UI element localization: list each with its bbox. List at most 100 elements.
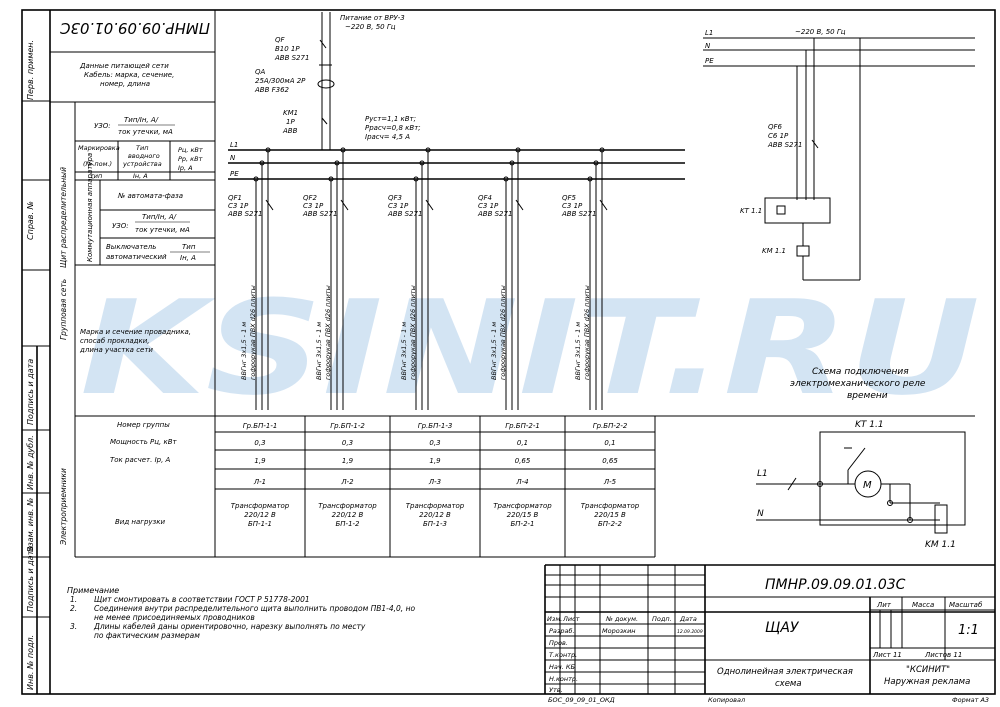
stamp-format: Формат А3 [952,696,989,704]
notes-title: Примечание [67,586,119,595]
feeder-qf-label: QF5 [562,194,577,202]
stamp-title: Однолинейная электрическая [717,667,853,677]
qf6-label: C6 1P [768,132,789,140]
note-number: 3. [70,622,77,631]
group-load-text: Трансформатор [581,502,640,510]
group-cell-power: 0,1 [604,439,615,447]
receivers-header: Электроприемники [59,468,68,546]
group-load-text: 220/12 В [419,511,451,519]
stamp-scale: Масштаб [949,601,983,609]
qa-label: QA [255,68,266,76]
group-cell-line: Л-1 [253,478,266,486]
kt2-label: KT 1.1 [855,420,884,430]
qa-label: ABB F362 [254,86,290,94]
panel-header: Щит распределительный [59,167,68,268]
group-cell-num: Гр.БП-1-1 [243,422,278,430]
stamp-date: 12.09.2009 [677,629,703,635]
group-load-text: Трансформатор [406,502,465,510]
group-cell-power: 0,3 [342,439,353,447]
km-label: ABB [282,127,298,135]
group-load-text: БП-2-2 [598,520,623,528]
uzo2-top: Тип/Iн, А/ [142,213,177,221]
qa-label: 25А/300мА 2P [255,77,306,85]
input-dev: устройства [122,160,162,168]
note-text: Длины кабелей даны ориентировочно, нарез… [93,622,366,631]
group-cell-current: 1,9 [342,457,354,465]
relay-scheme: ~220 В, 50 Гц L1 N PE QF6 C6 1P ABB S271… [703,28,975,401]
stamp-head: Лист [562,615,580,623]
input-params: Рр, кВт [178,155,203,163]
group-load-text: БП-1-3 [423,520,447,528]
group-cell-num: Гр.БП-1-2 [330,422,365,430]
feeder-qf-label: QF4 [478,194,492,202]
feeder-qf-label: ABB S271 [227,210,262,218]
stamp-scale-val: 1:1 [958,623,979,638]
stamp-head: Дата [679,615,697,623]
km2-label: KM 1.1 [925,540,956,550]
bus-label: PE [230,170,239,178]
cable-info: длина участка сети [79,346,153,354]
note-text: по фактическим размерам [94,631,200,640]
supply-params: Ррасч=0,8 кВт; [365,124,421,132]
row-label-load: Вид нагрузки [115,518,165,526]
marking-mid: (№ пом.) [83,160,112,168]
group-cell-line: Л-5 [603,478,617,486]
doc-code-rotated: ПМНР.09.09.01.03С [59,19,210,37]
supply-block: Питание от ВРУ-3 ~220 В, 50 Гц QF B10 1P… [254,12,421,150]
group-cell-current: 0,65 [515,457,531,465]
input-inom: Iн, А [133,172,148,180]
supply-title: ~220 В, 50 Гц [345,23,396,31]
km-label: 1P [286,118,295,126]
stamp-head: Подп. [652,615,672,623]
feeder-qf-label: C3 1P [228,202,249,210]
feeder-qf-label: C3 1P [478,202,499,210]
uzo1-label: УЗО: [94,122,111,130]
row-label-current: Ток расчет. Iр, А [110,456,171,464]
feeder-qf-label: QF1 [228,194,242,202]
group-cell-num: Гр.БП-2-1 [505,422,540,430]
row-label-group: Номер группы [117,421,170,429]
kt-label: KT 1.1 [740,207,762,215]
supply-params: Iрасч= 4,5 А [365,133,410,141]
feeder-cable-label: гофрорукав ПВХ d26 плиты [409,285,417,380]
side-label: Взам. инв. № [26,498,35,552]
stamp-role: Пров. [549,639,568,647]
stamp-developer: Морозкин [602,627,636,635]
breaker-phase-label: № автомата-фаза [117,192,183,200]
stamp-role: Разраб. [549,627,575,635]
uzo1-bot: ток утечки, мА [118,128,173,136]
group-load-text: БП-2-1 [510,520,534,528]
group-load-text: БП-1-2 [335,520,360,528]
note-number: 2. [70,604,77,613]
stamp-role: Нач. КБ [549,663,575,671]
group-cell-power: 0,1 [517,439,528,447]
note-text: Соединения внутри распределительного щит… [94,604,415,613]
group-cell-num: Гр.БП-1-3 [418,422,453,430]
group-load-text: БП-1-1 [248,520,272,528]
stamp-role: Т.контр. [549,651,577,659]
feeder-qf-label: ABB S271 [302,210,337,218]
stamp-role: Н.контр. [549,675,578,683]
feeder-cable-label: гофрорукав ПВХ d26 плиты [583,285,591,380]
group-cell-power: 0,3 [429,439,440,447]
feeder-qf-label: QF2 [303,194,318,202]
supply-params: Руст=1,1 кВт; [365,115,416,123]
uzo1-top: Тип/Iн, А/ [124,116,159,124]
stamp-bottom-left: БОС_09_09_01_ОКД [548,696,615,704]
stamp-code: ПМНР.09.09.01.03С [765,577,906,593]
side-label: Инв. № дубл. [26,435,35,490]
side-label: Перв. примен. [26,40,35,100]
relay-bus: L1 [705,29,713,37]
cable-info: Марка и сечение провадника, [80,328,191,336]
feeder-cable-label: ВВГнг 3х1,5 - 1 м [574,322,582,380]
feeder-cable-label: ВВГнг 3х1,5 - 1 м [240,322,248,380]
input-params: Рц, кВт [178,146,203,154]
qf6-label: QF6 [768,123,783,131]
relay-caption: Схема подключения [812,367,909,377]
km-label: KM1 [283,109,298,117]
supply-data-text: номер, длина [100,80,150,88]
group-cell-line: Л-4 [515,478,528,486]
group-cell-line: Л-2 [340,478,354,486]
